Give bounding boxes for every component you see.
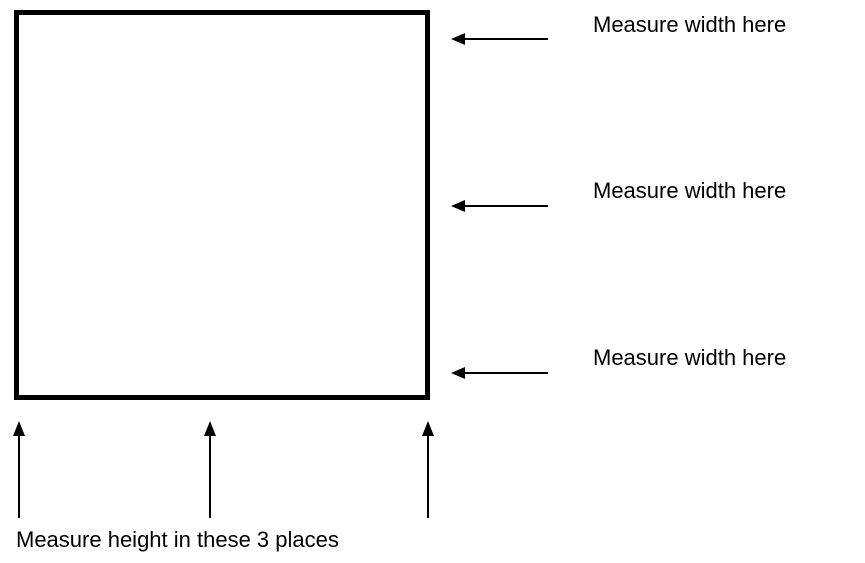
- square-outline: [14, 10, 430, 400]
- arrow-up-icon: [422, 421, 434, 436]
- width-label-top: Measure width here: [593, 12, 787, 37]
- arrow-up-icon: [13, 421, 25, 436]
- width-label-middle: Measure width here: [593, 178, 787, 203]
- width-label-bottom: Measure width here: [593, 345, 787, 370]
- height-label: Measure height in these 3 places: [16, 527, 339, 552]
- arrow-left-icon: [451, 200, 465, 212]
- arrow-left-icon: [451, 33, 465, 45]
- arrow-up-icon: [204, 421, 216, 436]
- arrow-left-icon: [451, 367, 465, 379]
